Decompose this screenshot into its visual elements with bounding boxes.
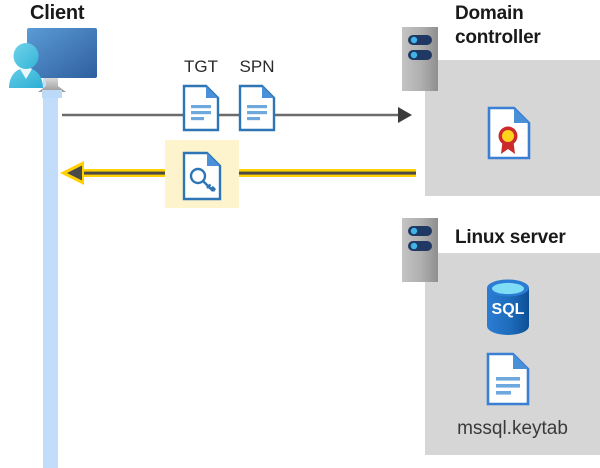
server-rack-icon-linux-server (402, 218, 438, 282)
request-arrow-right (62, 106, 412, 124)
text-document-icon-tgt (182, 84, 220, 137)
certificate-document-icon (487, 106, 531, 165)
keytab-filename-label: mssql.keytab (457, 418, 568, 439)
user-workstation-icon (6, 26, 100, 98)
tgt-label: TGT (184, 57, 218, 76)
response-arrow-left (60, 160, 416, 186)
svg-text:SQL: SQL (492, 301, 525, 318)
sql-database-icon: SQL (484, 279, 532, 335)
server-rack-icon-domain-controller (402, 27, 438, 91)
linux-server-title: Linux server (455, 227, 566, 248)
key-document-icon (182, 151, 222, 206)
spn-label: SPN (239, 57, 275, 76)
domain-controller-title: Domain controller (455, 3, 541, 48)
keytab-document-icon (486, 352, 530, 411)
text-document-icon-spn (238, 84, 276, 137)
client-lifeline-bar (43, 78, 58, 468)
client-title: Client (30, 2, 85, 24)
